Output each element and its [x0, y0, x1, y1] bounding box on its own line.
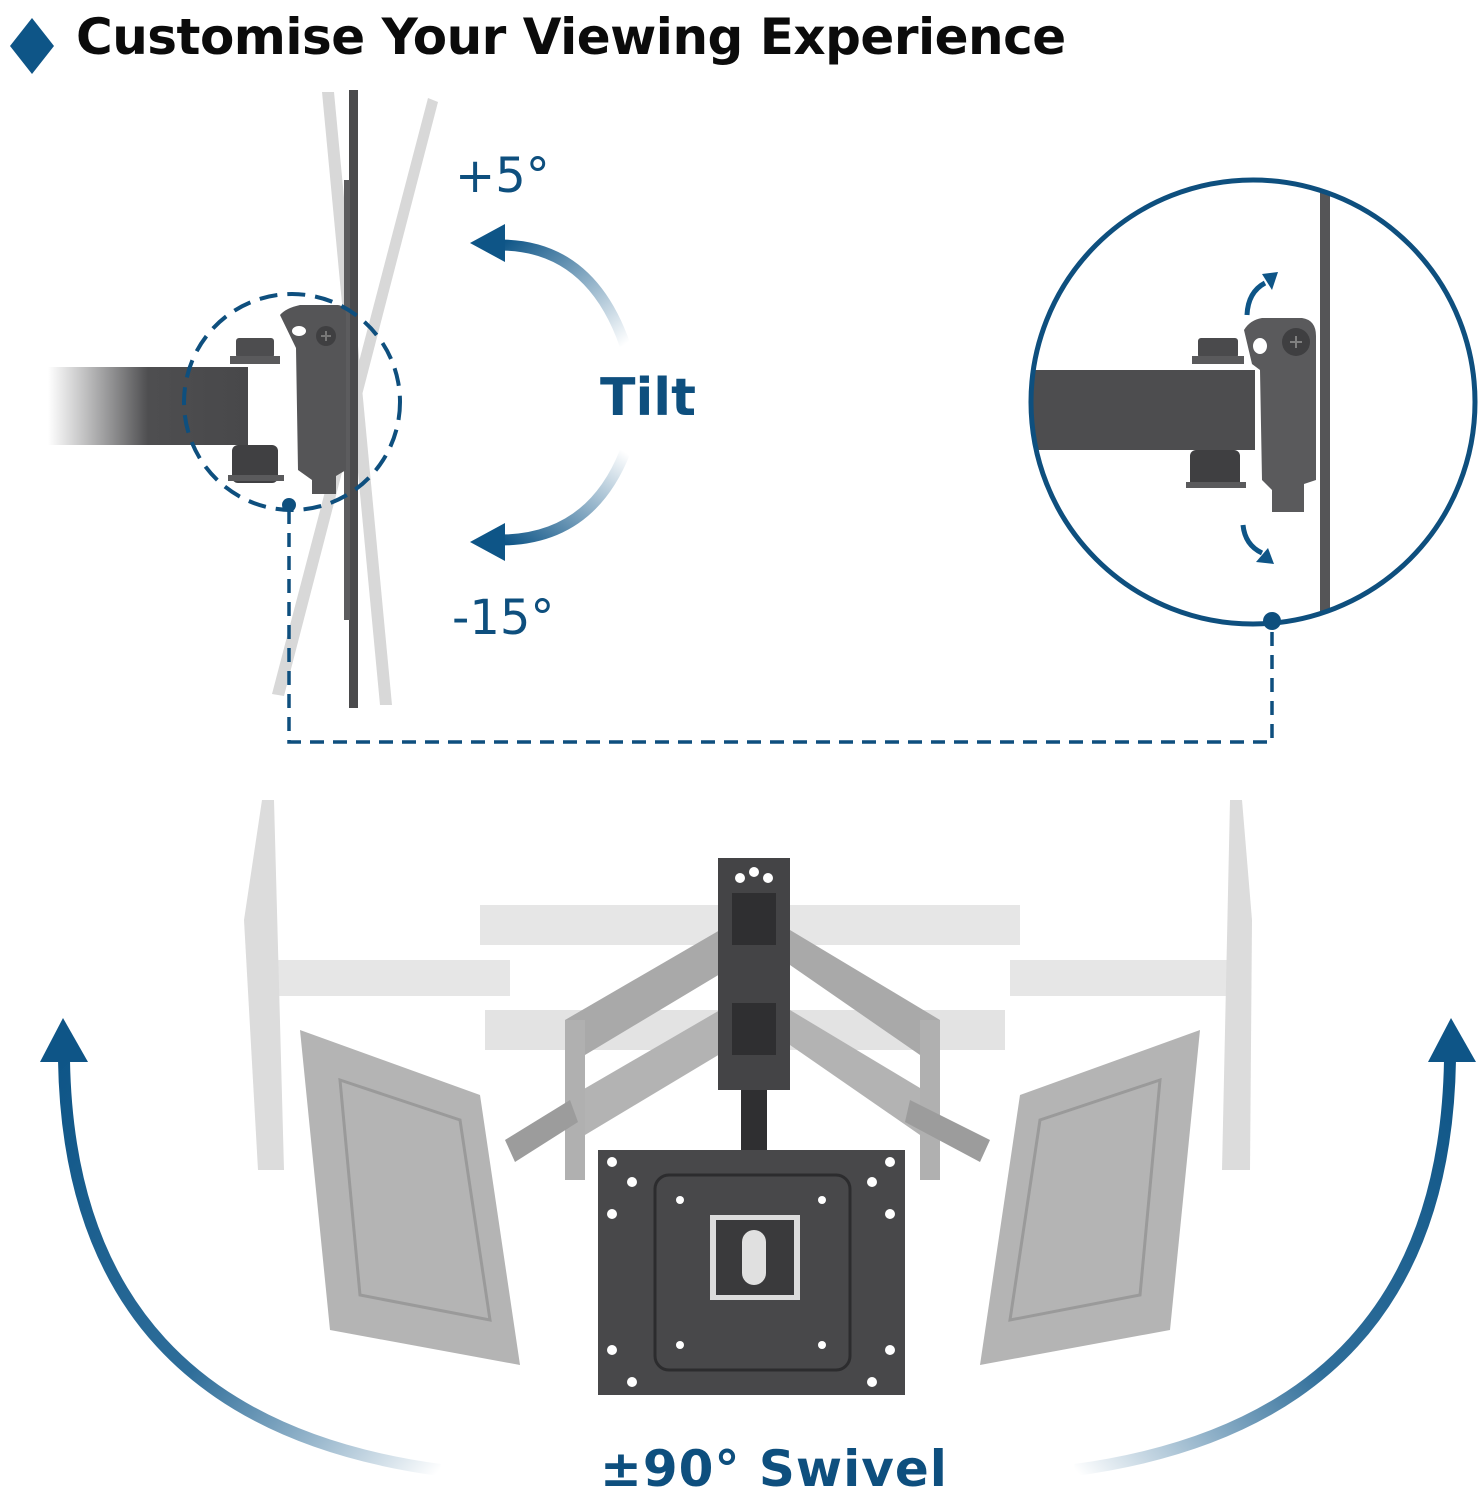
wall-plate [718, 858, 790, 1090]
diamond-icon [10, 18, 54, 74]
tilt-down-arrow-icon [470, 449, 631, 561]
zoom-detail-circle [1028, 177, 1478, 630]
tilt-up-arrow-icon [470, 224, 631, 347]
tilt-label: Tilt [600, 368, 696, 428]
callout-connector-line [287, 510, 1274, 744]
tilt-bracket [280, 305, 346, 494]
arm-detail [1031, 370, 1255, 450]
small-tilt-down-arrow-icon [1240, 524, 1264, 556]
header: Customise Your Viewing Experience [0, 0, 1066, 80]
tilt-down-angle-label: -15° [452, 590, 555, 646]
swivel-left-arrow-icon [40, 1018, 441, 1476]
swivel-right-arrow-icon [1074, 1018, 1476, 1476]
tv-panel-detail [1320, 180, 1330, 624]
ghost-panel-right [1222, 800, 1252, 1170]
swivel-label: ±90° Swivel [600, 1440, 948, 1498]
tilt-bracket-detail [1244, 318, 1316, 512]
vesa-plate-left [300, 1030, 520, 1365]
page-title: Customise Your Viewing Experience [76, 8, 1066, 66]
tilt-up-angle-label: +5° [455, 148, 550, 204]
mount-arm [48, 367, 248, 445]
tv-panel [349, 90, 358, 708]
tilt-side-view [48, 90, 438, 708]
ghost-panel-left [244, 800, 284, 1170]
vesa-plate-right [980, 1030, 1200, 1365]
swivel-view [244, 800, 1252, 1395]
small-tilt-up-arrow-icon [1244, 280, 1267, 316]
